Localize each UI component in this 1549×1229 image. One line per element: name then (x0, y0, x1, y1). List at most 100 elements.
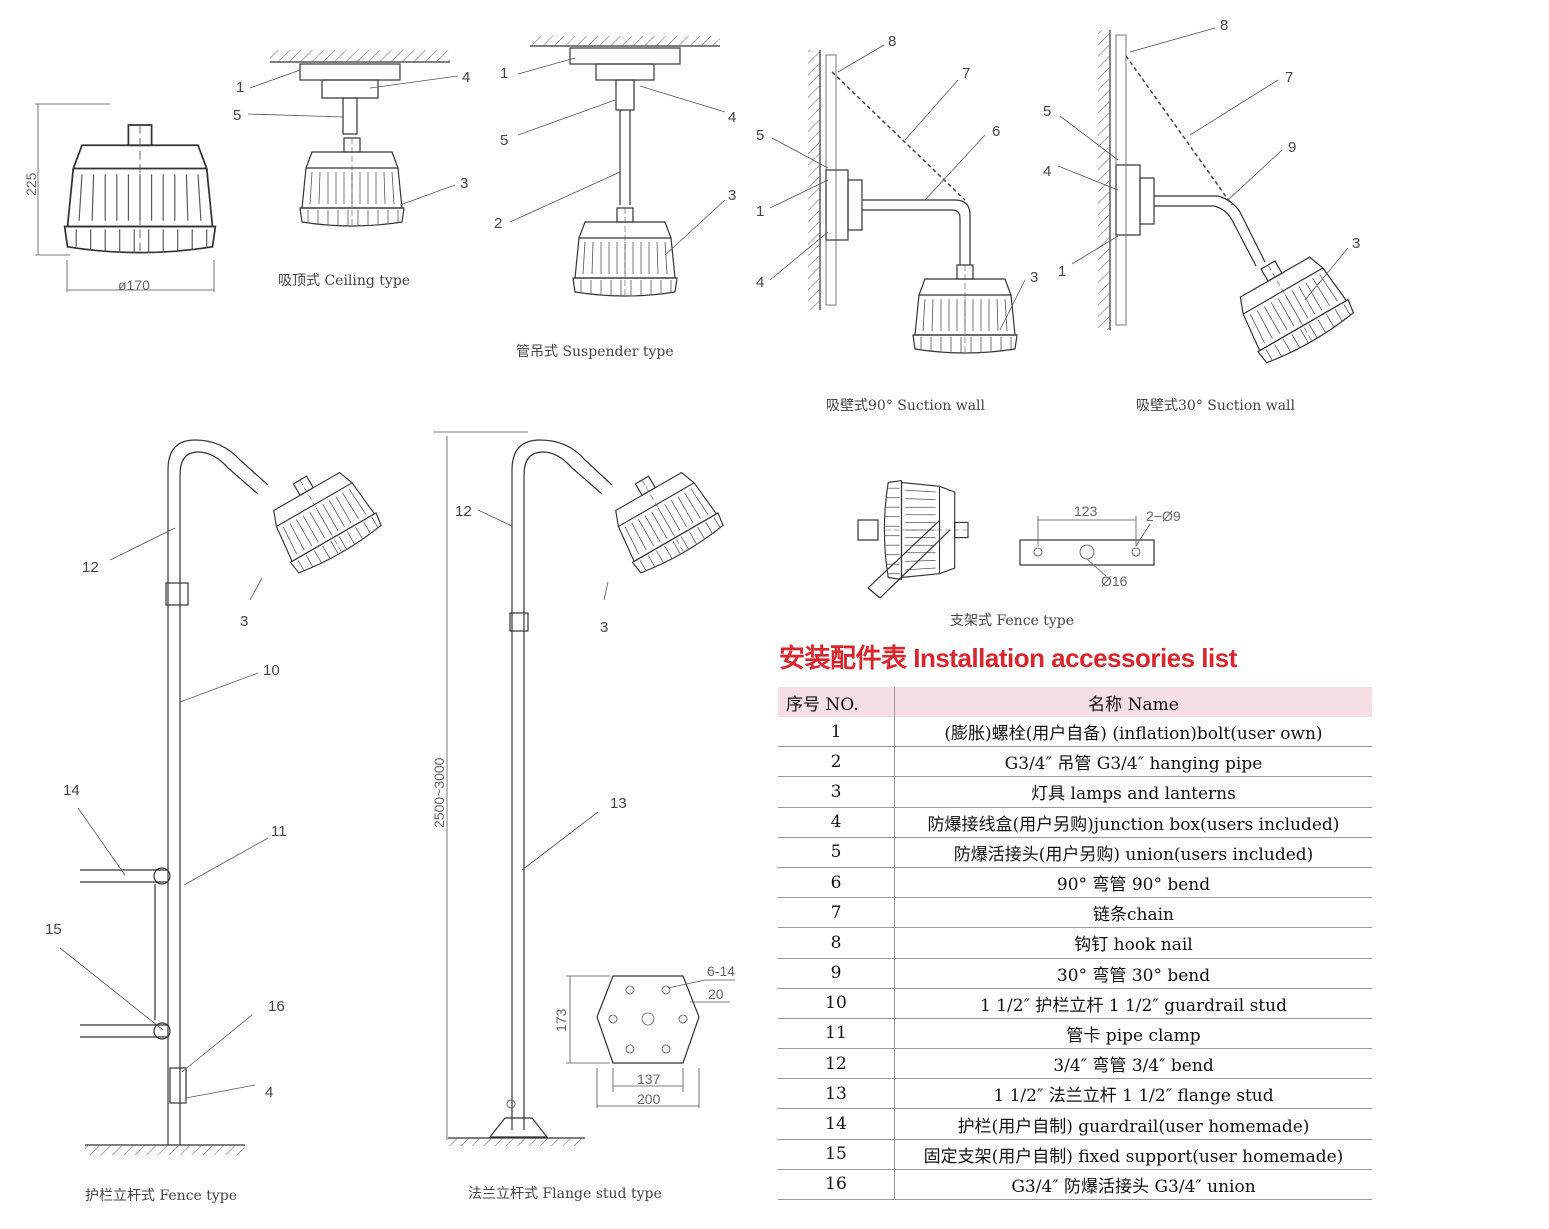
row-no: 4 (778, 807, 895, 838)
ceiling-type-caption: 吸顶式 Ceiling type (278, 273, 410, 289)
pole-height-dimension: 2500~3000 (431, 757, 447, 828)
table-row: 1(膨胀)螺栓(用户自备) (inflation)bolt(user own) (778, 717, 1372, 748)
suction-wall-90-diagram: 8 7 6 5 1 4 3 吸壁式90° Suction wall (756, 33, 1038, 414)
row-name: 1 1/2″ 护栏立杆 1 1/2″ guardrail stud (894, 988, 1372, 1019)
row-no: 8 (778, 927, 895, 959)
row-name: 30° 弯管 30° bend (894, 958, 1372, 989)
row-name: G3/4″ 防爆活接头 G3/4″ union (894, 1169, 1372, 1201)
row-no: 2 (778, 746, 895, 778)
ceiling-type-diagram: 1 4 5 3 吸顶式 Ceiling type (233, 50, 470, 289)
svg-text:1: 1 (500, 65, 508, 82)
suspender-type-caption: 管吊式 Suspender type (516, 344, 674, 360)
row-name: G3/4″ 吊管 G3/4″ hanging pipe (894, 746, 1372, 778)
svg-text:5: 5 (1043, 103, 1051, 120)
row-name: 灯具 lamps and lanterns (894, 776, 1372, 808)
row-name: 防爆活接头(用户另购) union(users included) (894, 837, 1372, 868)
row-name: 1 1/2″ 法兰立杆 1 1/2″ flange stud (894, 1078, 1372, 1110)
svg-text:13: 13 (610, 795, 627, 812)
accessories-title: 安装配件表 Installation accessories list (779, 643, 1237, 673)
row-name: 链条chain (894, 897, 1372, 929)
column-header-no: 序号 NO. (778, 687, 895, 717)
flange-holes-dimension: 6-14 (707, 963, 735, 979)
row-name: 3/4″ 弯管 3/4″ bend (894, 1048, 1372, 1080)
row-no: 9 (778, 958, 895, 989)
fence-pole-diagram: 12 3 10 14 11 15 16 4 护栏立杆式 Fence type (45, 439, 387, 1204)
svg-text:1: 1 (756, 203, 764, 220)
row-name: 护栏(用户自制) guardrail(user homemade) (894, 1108, 1372, 1140)
row-no: 3 (778, 776, 895, 808)
row-no: 10 (778, 988, 895, 1019)
fence-pole-caption: 护栏立杆式 Fence type (85, 1188, 237, 1204)
row-no: 13 (778, 1078, 895, 1110)
bracket-center-hole-dimension: Ø16 (1101, 573, 1128, 589)
fence-bracket-diagram: 123 2−Ø9 Ø16 支架式 Fence type (857, 480, 1181, 629)
row-no: 5 (778, 837, 895, 868)
svg-text:14: 14 (63, 782, 80, 799)
row-no: 1 (778, 717, 895, 748)
accessories-table: 序号 NO. 名称 Name 1(膨胀)螺栓(用户自备) (inflation)… (778, 687, 1372, 1201)
svg-text:7: 7 (1285, 69, 1293, 86)
suction-wall-30-caption: 吸壁式30° Suction wall (1136, 398, 1296, 414)
svg-text:8: 8 (1220, 17, 1228, 34)
svg-text:2: 2 (494, 215, 502, 232)
flange-stud-diagram: 2500~3000 12 3 13 173 137 200 6-14 20 法兰… (431, 431, 735, 1202)
svg-text:3: 3 (728, 187, 736, 204)
dimension-view: 225 ø170 (23, 103, 217, 293)
svg-text:8: 8 (888, 33, 896, 50)
row-name: (膨胀)螺栓(用户自备) (inflation)bolt(user own) (894, 717, 1372, 748)
svg-text:1: 1 (1058, 263, 1066, 280)
svg-text:3: 3 (600, 619, 608, 636)
svg-text:12: 12 (82, 559, 99, 576)
svg-text:5: 5 (233, 107, 241, 124)
row-no: 14 (778, 1108, 895, 1140)
svg-text:4: 4 (1043, 163, 1051, 180)
row-no: 6 (778, 867, 895, 899)
svg-text:3: 3 (1352, 235, 1360, 252)
svg-text:3: 3 (460, 175, 468, 192)
svg-text:10: 10 (263, 662, 280, 679)
row-no: 11 (778, 1018, 895, 1050)
svg-text:6: 6 (992, 123, 1000, 140)
row-name: 防爆接线盒(用户另购)junction box(users included) (894, 807, 1372, 838)
svg-text:7: 7 (962, 65, 970, 82)
row-no: 7 (778, 897, 895, 929)
table-header-row: 序号 NO. 名称 Name (778, 687, 1372, 717)
svg-text:4: 4 (756, 274, 764, 291)
svg-text:11: 11 (271, 823, 287, 840)
bracket-holes-dimension: 2−Ø9 (1146, 508, 1181, 524)
suction-wall-90-caption: 吸壁式90° Suction wall (826, 398, 986, 414)
row-name: 90° 弯管 90° bend (894, 867, 1372, 899)
row-name: 管卡 pipe clamp (894, 1018, 1372, 1050)
svg-text:3: 3 (1030, 269, 1038, 286)
svg-text:9: 9 (1288, 139, 1296, 156)
row-no: 15 (778, 1139, 895, 1170)
flange-width-dimension: 200 (637, 1091, 661, 1107)
column-header-name: 名称 Name (894, 687, 1372, 717)
row-no: 12 (778, 1048, 895, 1080)
svg-text:15: 15 (45, 921, 62, 938)
flange-stud-caption: 法兰立杆式 Flange stud type (468, 1186, 662, 1202)
svg-text:4: 4 (728, 109, 736, 126)
svg-text:3: 3 (240, 613, 248, 630)
svg-text:4: 4 (265, 1084, 273, 1101)
row-no: 16 (778, 1169, 895, 1201)
diameter-dimension: ø170 (118, 277, 150, 293)
flange-thickness-dimension: 20 (708, 986, 724, 1002)
svg-text:4: 4 (462, 69, 470, 86)
flange-pitch-dimension: 137 (637, 1071, 661, 1087)
svg-text:5: 5 (756, 127, 764, 144)
